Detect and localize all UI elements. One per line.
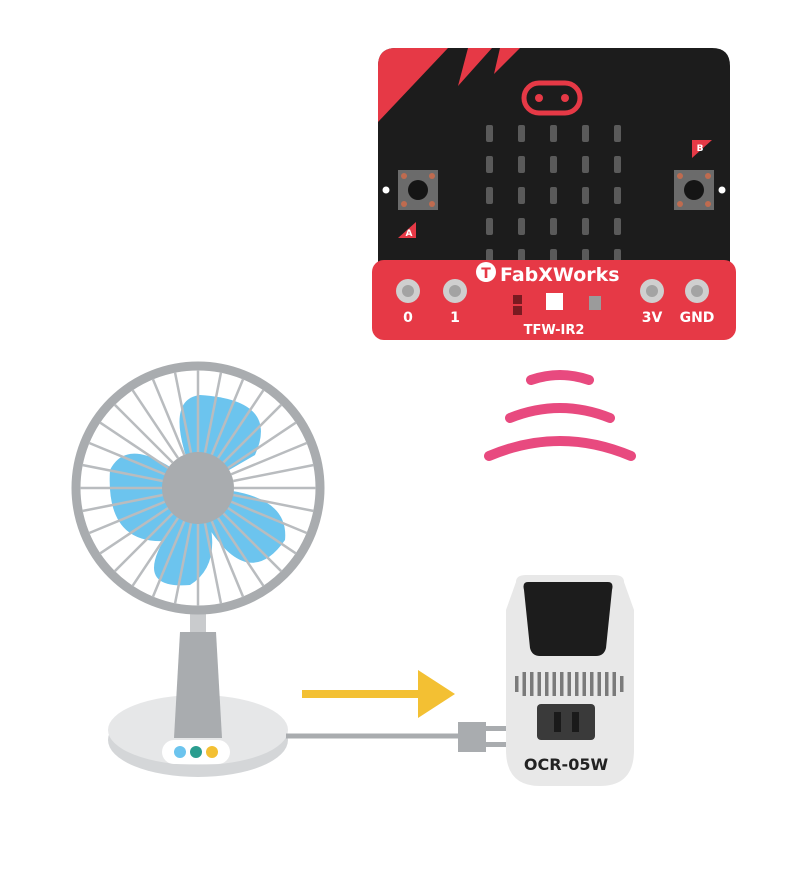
fan-spoke: [216, 517, 265, 587]
fan-spoke: [227, 421, 297, 470]
smart-outlet: OCR-05W: [506, 575, 634, 786]
fan-spoke: [210, 520, 245, 598]
fan-spoke: [173, 372, 193, 453]
fan-spoke: [151, 378, 186, 456]
led: [518, 218, 525, 235]
fan-spoke: [82, 463, 163, 483]
vent-slot: [590, 672, 594, 696]
fan-spoke: [99, 421, 169, 470]
brand-name: FabXWorks: [500, 264, 620, 286]
fan-speed-button-yellow[interactable]: [206, 746, 218, 758]
corner-stripe: [378, 48, 448, 122]
outlet-model-label: OCR-05W: [524, 755, 609, 774]
led: [582, 156, 589, 173]
fan-spoke: [88, 500, 166, 535]
vent-slot: [560, 672, 564, 696]
led: [486, 218, 493, 235]
microbit-logo-icon: [521, 80, 583, 116]
microbit-board: A B T FabXWorks: [372, 48, 736, 340]
led: [486, 156, 493, 173]
fan-spoke: [230, 500, 308, 535]
led: [486, 187, 493, 204]
vent-slot: [552, 672, 556, 696]
brand-badge-icon: [476, 262, 496, 282]
fan-spoke: [233, 463, 314, 483]
pin-label-gnd: GND: [680, 310, 715, 326]
fan-spoke: [210, 378, 245, 456]
fan-speed-button-green[interactable]: [190, 746, 202, 758]
brand-badge-letter: T: [481, 266, 491, 282]
outlet-socket[interactable]: [537, 704, 595, 740]
led: [550, 125, 557, 142]
outlet-vents: [515, 672, 624, 696]
vent-slot: [575, 672, 579, 696]
led: [614, 125, 621, 142]
vent-slot: [545, 672, 549, 696]
corner-stripe: [494, 48, 520, 74]
led: [486, 125, 493, 142]
fan-spoke: [216, 389, 265, 459]
fan-spoke: [173, 523, 193, 604]
module-label: TFW-IR2: [524, 323, 585, 338]
fan-spoke: [203, 523, 223, 604]
pin-gnd[interactable]: [685, 279, 709, 303]
pin-1[interactable]: [443, 279, 467, 303]
vent-slot: [522, 672, 526, 696]
led: [614, 187, 621, 204]
vent-slot: [530, 672, 534, 696]
fan-hub: [162, 452, 234, 524]
button-b[interactable]: [674, 170, 714, 210]
button-a[interactable]: [398, 170, 438, 210]
led: [614, 156, 621, 173]
fan-spoke: [222, 403, 283, 464]
ir-module: [513, 293, 601, 315]
led: [550, 218, 557, 235]
led: [550, 156, 557, 173]
led: [550, 187, 557, 204]
pin-3v[interactable]: [640, 279, 664, 303]
fan-spoke: [82, 493, 163, 513]
vent-slot: [582, 672, 586, 696]
fan-spokes: [80, 370, 316, 606]
fan-spoke: [203, 372, 223, 453]
fan-speed-button-blue[interactable]: [174, 746, 186, 758]
power-plug-icon: [458, 722, 506, 752]
led: [582, 125, 589, 142]
arrow-right-icon: [302, 670, 455, 718]
vent-slot: [605, 672, 609, 696]
fan-spoke: [233, 493, 314, 513]
led: [518, 187, 525, 204]
fan-spoke: [113, 512, 174, 573]
vent-slot: [515, 676, 519, 692]
pin-label-1: 1: [450, 310, 460, 326]
led: [582, 187, 589, 204]
corner-stripe: [458, 48, 492, 86]
led: [614, 218, 621, 235]
vent-slot: [597, 672, 601, 696]
pin-label-3v: 3V: [642, 310, 663, 326]
fan-spoke: [88, 441, 166, 476]
led: [518, 125, 525, 142]
vent-slot: [620, 676, 624, 692]
vent-slot: [612, 672, 616, 696]
fan-spoke: [131, 389, 180, 459]
fan-spoke: [99, 506, 169, 555]
vent-slot: [537, 672, 541, 696]
pin-label-0: 0: [403, 310, 413, 326]
button-b-label: B: [697, 144, 704, 154]
fan-spoke: [151, 520, 186, 598]
fan-spoke: [113, 403, 174, 464]
pin-0[interactable]: [396, 279, 420, 303]
fan-spoke: [227, 506, 297, 555]
fan-spoke: [222, 512, 283, 573]
fan-spoke: [230, 441, 308, 476]
fan-icon: [71, 361, 325, 777]
button-a-label: A: [406, 229, 413, 239]
led: [518, 156, 525, 173]
infrared-signal-icon: [484, 370, 636, 461]
vent-slot: [567, 672, 571, 696]
led: [582, 218, 589, 235]
fan-spoke: [131, 517, 180, 587]
